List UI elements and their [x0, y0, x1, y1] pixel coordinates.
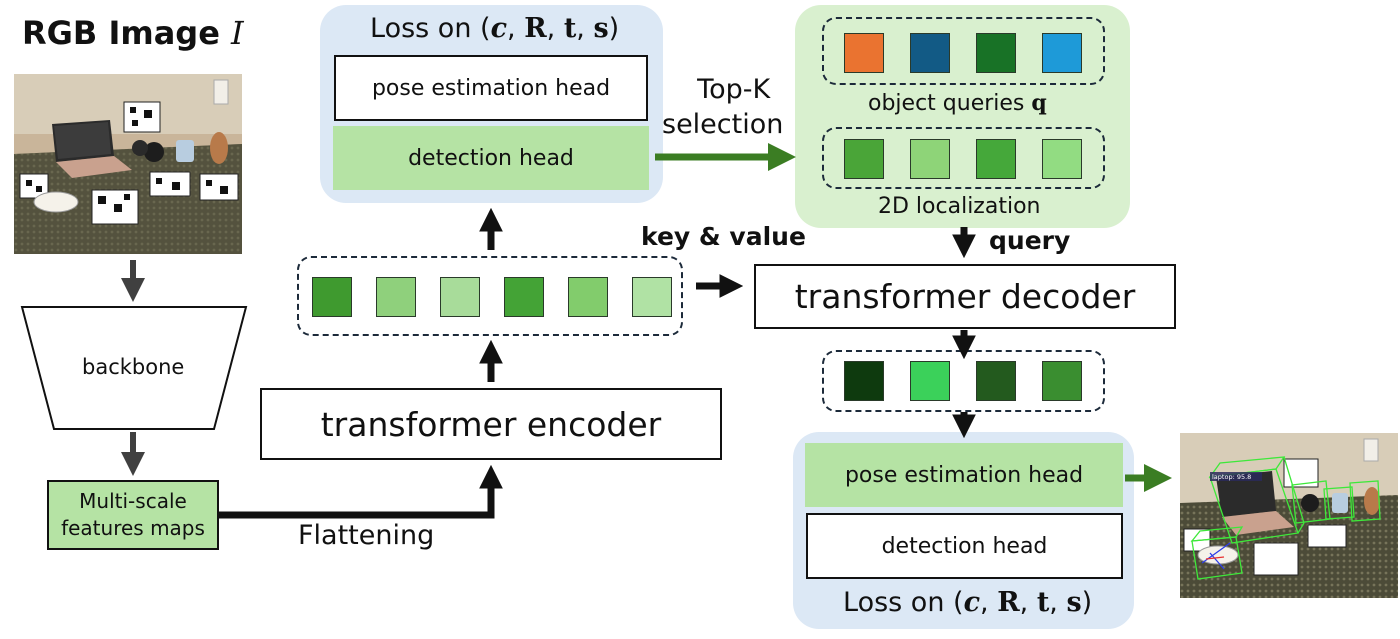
localization-2 — [910, 139, 950, 179]
bottom-pose-head-label: pose estimation head — [844, 462, 1084, 488]
encoder-token-6 — [632, 277, 672, 317]
localization-group — [822, 127, 1105, 189]
input-title-symbol: I — [231, 14, 244, 52]
top-pose-estimation-head: pose estimation head — [334, 55, 648, 121]
top-loss-R: R — [524, 13, 547, 44]
bottom-loss-suffix: ) — [1081, 587, 1093, 618]
object-query-1 — [844, 33, 884, 73]
output-overlay-label: laptop: 95.8 — [1212, 473, 1251, 481]
bottom-det-head-label: detection head — [881, 533, 1048, 559]
features-line2: features maps — [61, 516, 205, 540]
bottom-detection-head: detection head — [806, 513, 1123, 579]
object-queries-text: object queries — [868, 91, 1025, 116]
object-queries-label: object queries q — [868, 90, 1047, 116]
features-maps-box: Multi-scale features maps — [47, 480, 219, 550]
top-loss-t: t — [563, 13, 577, 44]
decoder-token-3 — [976, 361, 1016, 401]
top-loss-c: c — [490, 13, 508, 44]
bottom-loss-title: Loss on (c, R, t, s) — [843, 587, 1093, 618]
bottom-loss-t: t — [1036, 587, 1050, 618]
localization-label: 2D localization — [878, 194, 1041, 219]
topk-line2: selection — [662, 109, 784, 140]
encoder-token-3 — [440, 277, 480, 317]
localization-4 — [1042, 139, 1082, 179]
backbone-label: backbone — [82, 355, 185, 379]
backbone-shape — [20, 306, 248, 430]
object-queries-group — [822, 17, 1105, 85]
key-value-label: key & value — [641, 222, 806, 251]
bottom-loss-c: c — [963, 587, 981, 618]
flattening-label: Flattening — [298, 520, 435, 551]
top-loss-prefix: Loss on ( — [370, 13, 491, 44]
top-pose-head-label: pose estimation head — [371, 75, 611, 101]
features-line1: Multi-scale — [79, 489, 187, 513]
bottom-loss-prefix: Loss on ( — [843, 587, 964, 618]
localization-1 — [844, 139, 884, 179]
bottom-loss-R: R — [997, 587, 1020, 618]
top-loss-suffix: ) — [608, 13, 620, 44]
topk-line1: Top-K — [697, 74, 771, 105]
encoder-token-4 — [504, 277, 544, 317]
encoder-token-1 — [312, 277, 352, 317]
bottom-pose-estimation-head: pose estimation head — [805, 443, 1123, 507]
decoder-label: transformer decoder — [794, 277, 1136, 316]
encoder-tokens-group — [297, 256, 683, 336]
localization-3 — [976, 139, 1016, 179]
object-query-4 — [1042, 33, 1082, 73]
arrow-flattening — [219, 464, 503, 519]
encoder-token-2 — [376, 277, 416, 317]
top-loss-title: Loss on (c, R, t, s) — [370, 13, 620, 44]
object-query-3 — [976, 33, 1016, 73]
object-query-2 — [910, 33, 950, 73]
transformer-encoder: transformer encoder — [260, 388, 722, 460]
decoder-token-4 — [1042, 361, 1082, 401]
input-image — [14, 74, 242, 254]
encoder-label: transformer encoder — [320, 404, 662, 444]
decoder-token-1 — [844, 361, 884, 401]
object-queries-symbol: q — [1031, 90, 1047, 116]
output-image: laptop: 95.8 — [1180, 433, 1398, 598]
encoder-token-5 — [568, 277, 608, 317]
transformer-decoder: transformer decoder — [754, 264, 1176, 329]
top-detection-head: detection head — [333, 126, 649, 190]
input-title: RGB Image I — [22, 14, 244, 52]
decoder-token-2 — [910, 361, 950, 401]
input-title-text: RGB Image — [22, 14, 220, 52]
top-det-head-label: detection head — [408, 145, 574, 171]
topk-label: Top-K selection — [662, 72, 783, 142]
bottom-loss-s: s — [1066, 587, 1082, 618]
top-loss-s: s — [593, 13, 609, 44]
query-label: query — [989, 226, 1071, 255]
